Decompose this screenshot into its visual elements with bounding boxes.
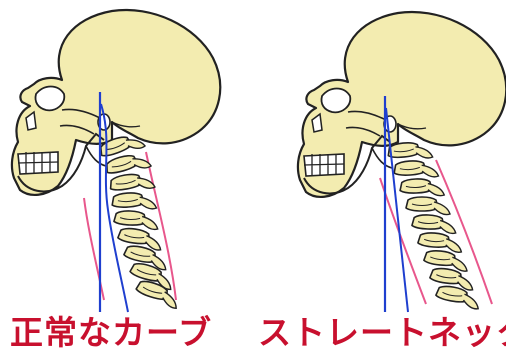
vertebra-icon	[435, 284, 481, 309]
vertebra-icon	[114, 210, 159, 229]
straight-neck-panel	[298, 12, 506, 312]
vertebra-icon	[111, 191, 156, 212]
cervical-spine	[387, 140, 481, 309]
vertebra-icon	[109, 170, 155, 195]
normal-curve-panel	[12, 10, 220, 312]
normal-curve-caption: 正常なカーブ	[10, 311, 212, 355]
straight-neck-caption: ストレートネック	[258, 311, 506, 355]
vertebra-icon	[423, 249, 469, 271]
vertebra-icon	[393, 159, 438, 180]
vertebra-icon	[417, 232, 462, 253]
vertebra-icon	[406, 197, 450, 215]
vertebra-icon	[412, 214, 457, 233]
vertebra-icon	[400, 178, 445, 197]
